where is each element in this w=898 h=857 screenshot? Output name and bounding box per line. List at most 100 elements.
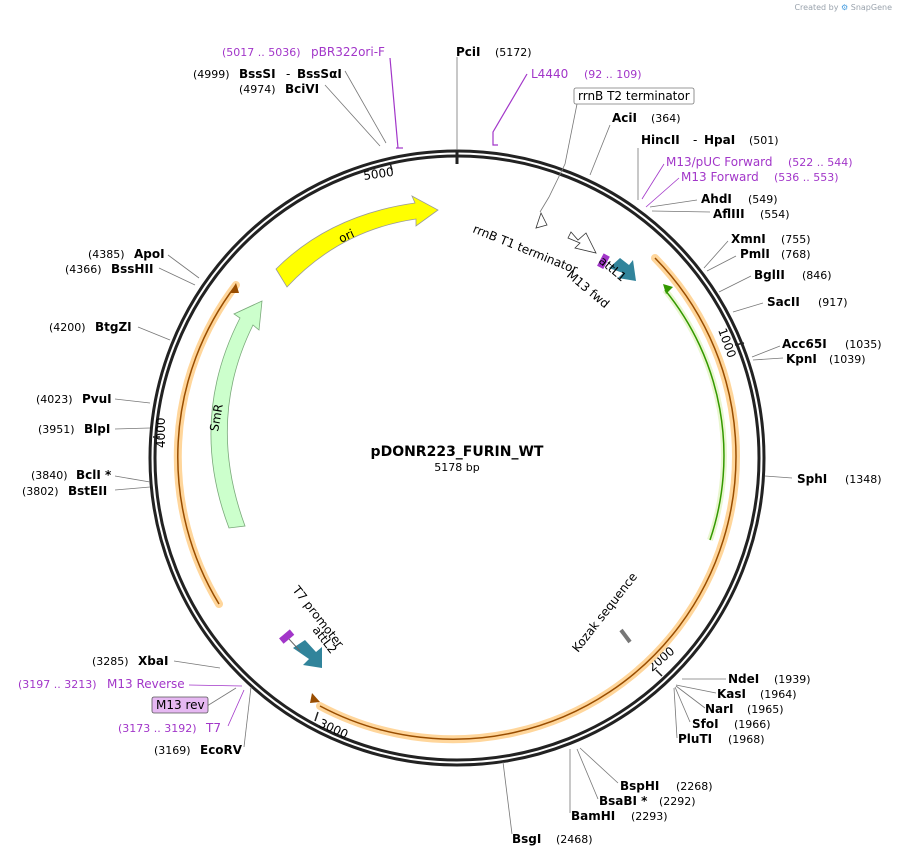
svg-text:BsaBI *: BsaBI * — [599, 794, 648, 808]
svg-text:(3173 .. 3192): (3173 .. 3192) — [118, 722, 197, 735]
orf-arrowhead — [310, 693, 320, 703]
site-acii[interactable]: AciI (364) — [612, 111, 681, 125]
svg-text:BsgI: BsgI — [512, 832, 541, 846]
svg-text:PciI: PciI — [456, 45, 481, 59]
svg-text:(92 .. 109): (92 .. 109) — [584, 68, 642, 81]
primer-t7[interactable]: (3173 .. 3192) T7 — [118, 721, 221, 735]
site-pvui[interactable]: (4023) PvuI — [36, 392, 112, 406]
plasmid-size: 5178 bp — [434, 461, 479, 474]
site-bamhi[interactable]: BamHI (2293) — [571, 809, 668, 823]
svg-text:(1964): (1964) — [760, 688, 797, 701]
svg-text:M13/pUC Forward: M13/pUC Forward — [666, 155, 773, 169]
site-aflii[interactable]: AflIII (554) — [713, 207, 790, 221]
site-btgzi[interactable]: (4200) BtgZI — [49, 320, 132, 334]
site-sacii[interactable]: SacII (917) — [767, 295, 848, 309]
site-ndei[interactable]: NdeI (1939) — [728, 672, 811, 686]
terminator-rrnb-t2[interactable]: rrnB T2 terminator — [573, 87, 695, 105]
attl2-feature[interactable]: T7 promoter attL2 — [279, 582, 347, 668]
site-bsshii[interactable]: (4366) BssHII — [65, 262, 153, 276]
svg-text:rrnB T2 terminator: rrnB T2 terminator — [578, 89, 690, 103]
svg-text:(917): (917) — [818, 296, 848, 309]
svg-text:(536 .. 553): (536 .. 553) — [774, 171, 839, 184]
svg-text:(1968): (1968) — [728, 733, 765, 746]
smr-feature[interactable]: SmR — [207, 300, 263, 529]
site-blpi[interactable]: (3951) BlpI — [38, 422, 110, 436]
site-bsgi[interactable]: BsgI (2468) — [512, 832, 593, 846]
primer-m13-reverse[interactable]: (3197 .. 3213) M13 Reverse — [18, 677, 185, 691]
svg-text:(4200): (4200) — [49, 321, 86, 334]
site-bsabi[interactable]: BsaBI * (2292) — [599, 794, 696, 808]
svg-text:BciVI: BciVI — [285, 82, 319, 96]
svg-text:BamHI: BamHI — [571, 809, 615, 823]
svg-text:PluTI: PluTI — [678, 732, 712, 746]
furin-orf-feature[interactable] — [310, 254, 740, 744]
site-sfoi[interactable]: SfoI (1966) — [692, 717, 771, 731]
backbone — [148, 149, 766, 767]
tick-4000: 4000 — [154, 417, 168, 448]
svg-text:(1348): (1348) — [845, 473, 882, 486]
svg-text:(768): (768) — [781, 248, 811, 261]
primer-pbr322ori-f[interactable]: (5017 .. 5036) pBR322ori-F — [222, 45, 385, 59]
primer-l4440[interactable]: L4440 (92 .. 109) — [531, 67, 642, 81]
site-nari[interactable]: NarI (1965) — [705, 702, 784, 716]
ori-feature[interactable]: ori — [275, 195, 439, 288]
rrnb-t1-feature[interactable]: rrnB T1 terminator — [471, 211, 597, 277]
site-ahdi[interactable]: AhdI (549) — [701, 192, 778, 206]
svg-text:BclI *: BclI * — [76, 468, 112, 482]
site-hincii-hpai[interactable]: HincII - HpaI (501) — [641, 133, 779, 147]
left-orf-feature[interactable] — [173, 281, 240, 608]
svg-text:BssSαI: BssSαI — [297, 67, 342, 81]
svg-text:(3169): (3169) — [154, 744, 191, 757]
primer-m13-forward[interactable]: M13 Forward (536 .. 553) — [681, 170, 839, 184]
site-bcivi[interactable]: (4974) BciVI — [239, 82, 319, 96]
site-xmni[interactable]: XmnI (755) — [731, 232, 811, 246]
svg-text:PvuI: PvuI — [82, 392, 112, 406]
svg-text:(3802): (3802) — [22, 485, 59, 498]
svg-text:-: - — [286, 67, 290, 81]
svg-text:M13 rev: M13 rev — [156, 698, 205, 712]
site-pmli[interactable]: PmlI (768) — [740, 247, 811, 261]
svg-text:BssHII: BssHII — [111, 262, 153, 276]
svg-text:(3951): (3951) — [38, 423, 75, 436]
site-bcli[interactable]: (3840) BclI * — [31, 468, 112, 482]
svg-text:Acc65I: Acc65I — [782, 337, 827, 351]
site-bsssi-bsssai[interactable]: (4999) BssSI - BssSαI — [193, 67, 342, 81]
svg-text:SacII: SacII — [767, 295, 800, 309]
svg-text:XbaI: XbaI — [138, 654, 168, 668]
rrnb-t1-label: rrnB T1 terminator — [471, 222, 580, 277]
site-bsteii[interactable]: (3802) BstEII — [22, 484, 107, 498]
credit-brand: SnapGene — [850, 3, 892, 12]
svg-text:ApoI: ApoI — [134, 247, 165, 261]
primer-m13-puc-forward[interactable]: M13/pUC Forward (522 .. 544) — [666, 155, 853, 169]
primer-m13-rev-box[interactable]: M13 rev — [151, 696, 209, 714]
cds-inner-feature[interactable] — [662, 284, 727, 541]
site-bglii[interactable]: BglII (846) — [754, 268, 832, 282]
site-pcii[interactable]: PciI (5172) — [456, 45, 532, 59]
svg-text:(4023): (4023) — [36, 393, 73, 406]
site-sphi[interactable]: SphI (1348) — [797, 472, 882, 486]
svg-text:(549): (549) — [748, 193, 778, 206]
credit-text: Created by — [794, 3, 839, 12]
site-kasi[interactable]: KasI (1964) — [717, 687, 797, 701]
svg-text:(1966): (1966) — [734, 718, 771, 731]
site-xbai[interactable]: (3285) XbaI — [92, 654, 168, 668]
site-apoi[interactable]: (4385) ApoI — [88, 247, 165, 261]
svg-text:(5172): (5172) — [495, 46, 532, 59]
svg-text:SphI: SphI — [797, 472, 827, 486]
svg-text:(554): (554) — [760, 208, 790, 221]
site-acc65i[interactable]: Acc65I (1035) — [782, 337, 882, 351]
svg-text:(1965): (1965) — [747, 703, 784, 716]
kozak-feature[interactable]: Kozak sequence — [569, 570, 640, 655]
site-kpni[interactable]: KpnI (1039) — [786, 352, 866, 366]
svg-text:(2292): (2292) — [659, 795, 696, 808]
svg-text:PmlI: PmlI — [740, 247, 770, 261]
site-bsphi[interactable]: BspHI (2268) — [620, 779, 713, 793]
svg-text:(2293): (2293) — [631, 810, 668, 823]
site-pluti[interactable]: PluTI (1968) — [678, 732, 765, 746]
svg-text:BglII: BglII — [754, 268, 785, 282]
svg-text:(4385): (4385) — [88, 248, 125, 261]
site-ecorv[interactable]: (3169) EcoRV — [154, 743, 243, 757]
snapgene-credit: Created by ⚙ SnapGene — [794, 3, 892, 12]
leader-lines — [114, 57, 793, 835]
